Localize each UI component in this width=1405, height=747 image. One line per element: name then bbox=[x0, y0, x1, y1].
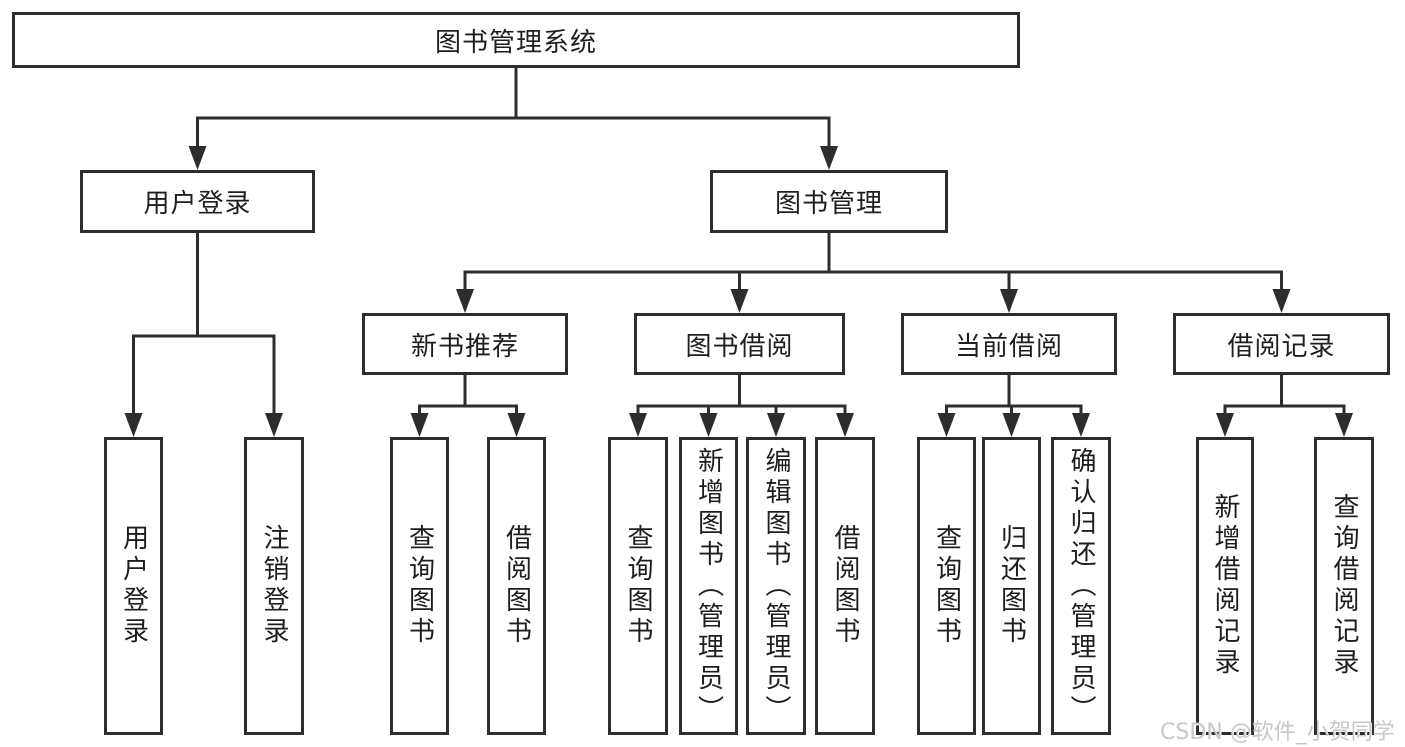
leaf-query-books-current: 查询图书 bbox=[917, 437, 976, 735]
node-label: 用户登录 bbox=[143, 189, 252, 219]
csdn-watermark: CSDN @软件_小贺同学 bbox=[1160, 720, 1395, 745]
node-label: 图书管理系统 bbox=[434, 27, 597, 58]
node-label: 当前借阅 bbox=[954, 331, 1063, 362]
node-book-borrowing: 图书借阅 bbox=[634, 313, 845, 375]
leaf-label: 查询图书 bbox=[404, 524, 435, 648]
leaf-label: 查询借阅记录 bbox=[1329, 493, 1359, 679]
node-label: 图书借阅 bbox=[685, 331, 794, 362]
leaf-query-borrow-record: 查询借阅记录 bbox=[1314, 437, 1374, 735]
leaf-user-login: 用户登录 bbox=[104, 437, 163, 735]
leaf-label: 新增借阅记录 bbox=[1210, 493, 1240, 679]
leaf-label: 注销登录 bbox=[259, 524, 289, 648]
node-current-borrowing: 当前借阅 bbox=[901, 313, 1117, 375]
leaf-label: 借阅图书 bbox=[830, 524, 860, 648]
node-book-management: 图书管理 bbox=[710, 170, 948, 233]
leaf-borrow-books: 借阅图书 bbox=[815, 437, 875, 735]
leaf-return-books: 归还图书 bbox=[982, 437, 1041, 735]
leaf-add-borrow-record: 新增借阅记录 bbox=[1196, 437, 1254, 735]
leaf-label: 借阅图书 bbox=[501, 524, 532, 648]
node-borrowing-records: 借阅记录 bbox=[1173, 313, 1390, 375]
node-label: 借阅记录 bbox=[1227, 331, 1336, 362]
node-new-book-recommendation: 新书推荐 bbox=[362, 313, 568, 375]
leaf-add-books-admin: 新增图书（管理员） bbox=[679, 437, 738, 735]
node-label: 新书推荐 bbox=[410, 331, 519, 362]
node-label: 图书管理 bbox=[774, 189, 883, 219]
leaf-label: 查询图书 bbox=[931, 524, 962, 648]
leaf-edit-books-admin: 编辑图书（管理员） bbox=[746, 437, 806, 735]
leaf-borrow-books-recommend: 借阅图书 bbox=[487, 437, 546, 735]
leaf-confirm-return-admin: 确认归还（管理员） bbox=[1051, 437, 1111, 735]
node-library-management-system: 图书管理系统 bbox=[12, 12, 1020, 68]
leaf-label: 归还图书 bbox=[996, 524, 1027, 648]
leaf-logout: 注销登录 bbox=[244, 437, 304, 735]
leaf-query-books-borrowing: 查询图书 bbox=[608, 437, 668, 735]
node-user-login: 用户登录 bbox=[80, 170, 315, 233]
leaf-label: 用户登录 bbox=[118, 524, 149, 648]
leaf-query-books-recommend: 查询图书 bbox=[390, 437, 449, 735]
leaf-label: 确认归还（管理员） bbox=[1066, 446, 1096, 726]
leaf-label: 查询图书 bbox=[623, 524, 653, 648]
leaf-label: 新增图书（管理员） bbox=[693, 446, 724, 726]
leaf-label: 编辑图书（管理员） bbox=[761, 446, 791, 726]
